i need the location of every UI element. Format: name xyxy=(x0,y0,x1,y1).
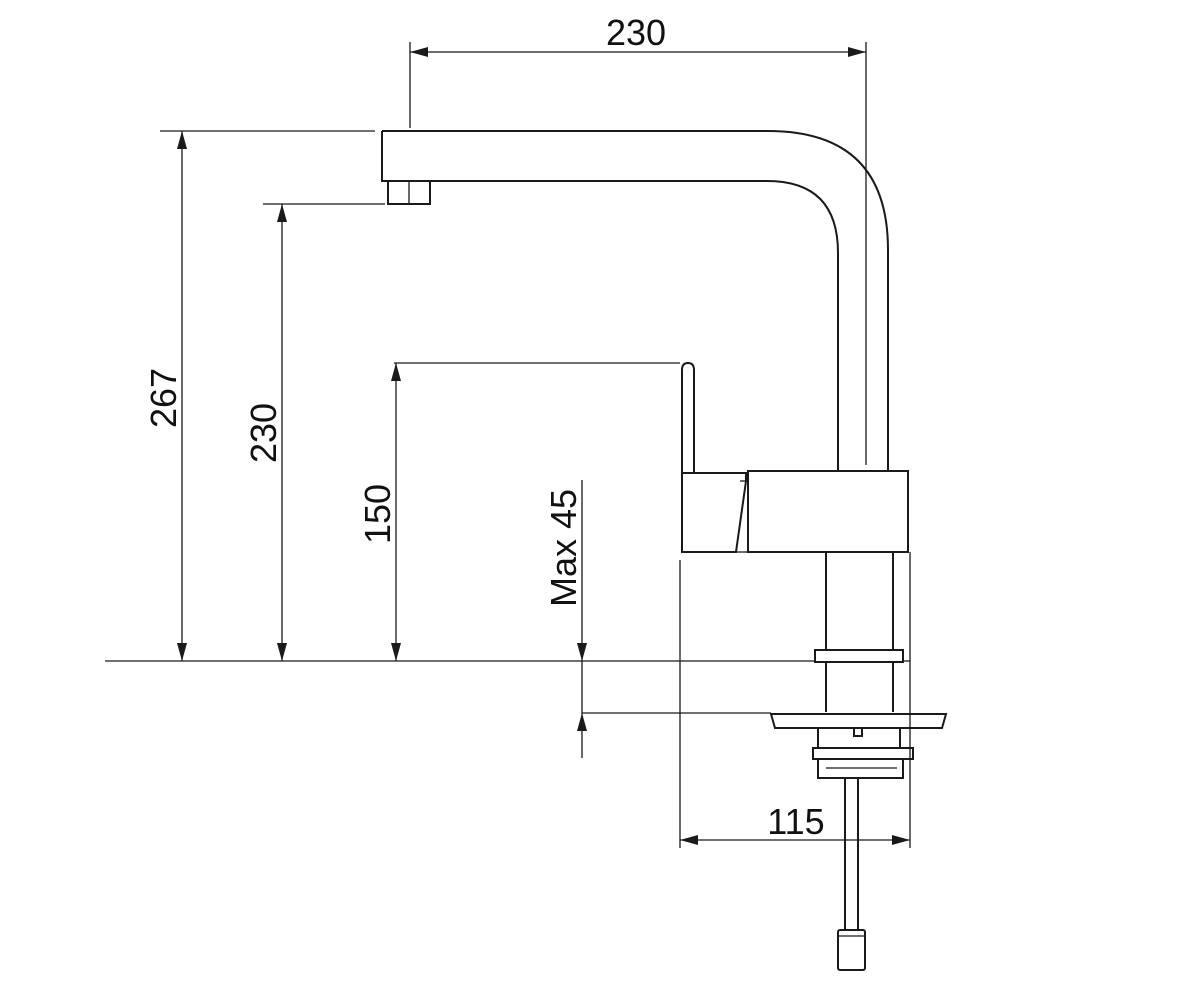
dim-label-spout-height: 230 xyxy=(243,403,284,463)
dim-label-top-width: 230 xyxy=(606,12,666,53)
hose-fitting xyxy=(837,929,866,971)
faucet-outline xyxy=(381,130,948,971)
spout xyxy=(381,130,889,470)
dimension-lines xyxy=(105,42,911,848)
dim-label-body-width: 115 xyxy=(767,801,824,842)
faucet-body xyxy=(747,470,909,553)
dim-label-max-thickness: Max 45 xyxy=(543,489,584,607)
fixing-nut xyxy=(812,728,914,779)
shank xyxy=(825,662,894,712)
dim-label-lever-height: 150 xyxy=(357,484,398,544)
supply-hose xyxy=(844,778,859,930)
lever-block xyxy=(681,472,747,553)
mounting-plate xyxy=(769,713,948,729)
lever-handle xyxy=(681,361,695,473)
base-column xyxy=(825,552,894,650)
escutcheon-ring xyxy=(814,649,904,663)
dim-label-total-height: 267 xyxy=(143,368,184,428)
